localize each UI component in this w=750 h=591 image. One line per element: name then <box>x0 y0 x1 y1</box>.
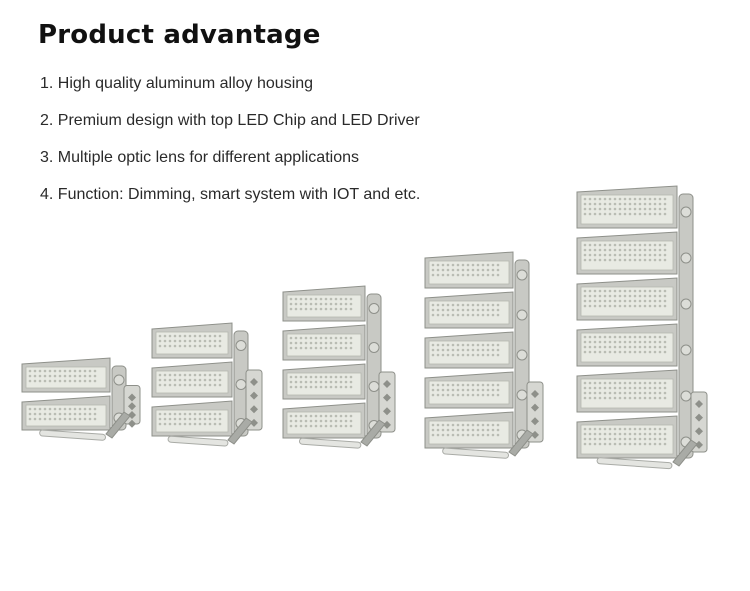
led-module <box>576 185 678 229</box>
mounting-bar <box>298 437 362 449</box>
led-module <box>282 324 366 361</box>
led-module <box>424 331 514 369</box>
driver-vent <box>383 407 391 416</box>
driver-vent <box>695 440 703 449</box>
floodlight-6-module <box>576 185 708 470</box>
floodlight-2-module <box>21 357 141 441</box>
bracket-knob <box>680 298 692 310</box>
driver-box <box>526 381 544 443</box>
driver-vent <box>128 393 136 402</box>
feature-item-4: 4. Function: Dimming, smart system with … <box>40 186 421 203</box>
bracket-knob <box>680 252 692 264</box>
feature-item-2: 2. Premium design with top LED Chip and … <box>40 112 420 129</box>
led-module <box>424 251 514 289</box>
mounting-arm <box>672 439 698 467</box>
driver-vent <box>531 403 539 412</box>
driver-vent <box>250 418 258 427</box>
bracket-knob <box>516 309 528 321</box>
bracket-knob <box>368 303 380 314</box>
floodlight-lineup-image <box>21 185 708 470</box>
bracket-knob <box>368 381 380 392</box>
led-module <box>282 285 366 322</box>
feature-item-3: 3. Multiple optic lens for different app… <box>40 149 359 166</box>
bracket-knob <box>680 206 692 218</box>
bracket-knob <box>235 379 247 390</box>
driver-box <box>378 371 396 433</box>
bracket-knob <box>113 374 125 386</box>
bracket-knob <box>516 349 528 361</box>
driver-vent <box>250 391 258 400</box>
led-module <box>576 277 678 321</box>
driver-vent <box>695 400 703 408</box>
led-module <box>282 402 366 439</box>
driver-vent <box>695 427 703 436</box>
mounting-arm <box>508 429 534 457</box>
mounting-arm <box>105 411 131 439</box>
mounting-bar <box>596 457 673 470</box>
driver-vent <box>383 393 391 402</box>
bracket-knob <box>680 344 692 356</box>
led-module <box>576 415 678 459</box>
bracket-knob <box>235 340 247 351</box>
mounting-bar <box>167 435 229 447</box>
led-module <box>424 411 514 449</box>
floodlight-3-module <box>151 322 263 447</box>
bracket-knob <box>368 342 380 353</box>
product-image-row <box>0 170 750 490</box>
driver-vent <box>531 430 539 439</box>
driver-vent <box>128 419 136 428</box>
led-module <box>576 323 678 367</box>
led-module <box>576 231 678 275</box>
driver-vent <box>128 402 136 411</box>
driver-vent <box>128 411 136 419</box>
led-module <box>424 291 514 329</box>
driver-vent <box>383 380 391 388</box>
driver-vent <box>250 405 258 414</box>
mounting-bar <box>39 429 107 441</box>
driver-vent <box>250 378 258 386</box>
driver-vent <box>383 420 391 429</box>
led-module <box>151 400 233 437</box>
mounting-bar <box>442 447 510 459</box>
feature-item-1: 1. High quality aluminum alloy housing <box>40 75 314 92</box>
feature-list: 1. High quality aluminum alloy housing 2… <box>40 73 420 221</box>
floodlight-4-module <box>282 285 396 449</box>
bracket-knob <box>516 389 528 401</box>
led-module <box>21 395 111 431</box>
led-module <box>21 357 111 393</box>
led-module <box>151 322 233 359</box>
page-title: Product advantage <box>38 20 321 50</box>
led-module <box>151 361 233 398</box>
bracket-knob <box>680 390 692 402</box>
led-module <box>576 369 678 413</box>
driver-vent <box>531 390 539 398</box>
driver-box <box>690 391 708 453</box>
led-module <box>282 363 366 400</box>
bracket-knob <box>516 269 528 281</box>
led-module <box>424 371 514 409</box>
driver-vent <box>695 413 703 422</box>
mounting-arm <box>360 419 386 447</box>
driver-box <box>245 369 263 431</box>
driver-vent <box>531 417 539 426</box>
floodlight-5-module <box>424 251 544 459</box>
mounting-arm <box>227 417 253 445</box>
